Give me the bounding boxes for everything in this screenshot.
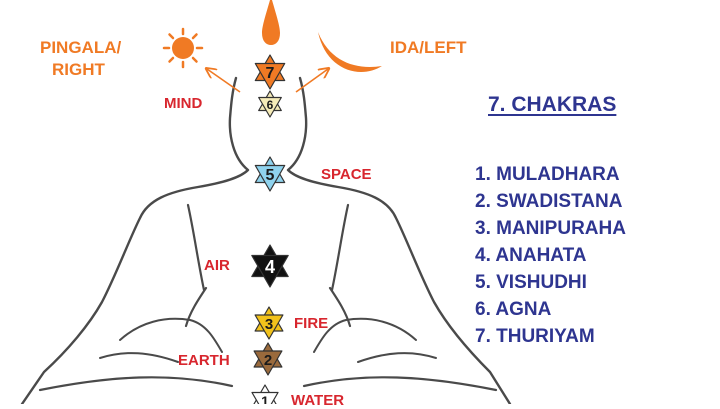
- pingala-label-line1: PINGALA/: [40, 38, 122, 57]
- chakra-3-number: 3: [265, 316, 273, 333]
- list-item: 7. THURIYAM: [475, 326, 595, 347]
- earth-label: EARTH: [178, 352, 230, 369]
- list-item: 3. MANIPURAHA: [475, 218, 626, 239]
- fire-label: FIRE: [294, 315, 329, 332]
- chakra-4-star: 4: [251, 244, 289, 288]
- chakra-5-star: 5: [254, 156, 286, 192]
- star-triangle: [258, 96, 282, 118]
- chakra-list: 1. MULADHARA 2. SWADISTANA 3. MANIPURAHA…: [475, 161, 626, 350]
- moon-icon: [318, 32, 382, 73]
- sun-icon: [162, 27, 204, 69]
- body-outline: [20, 76, 512, 404]
- chakra-4-number: 4: [265, 257, 275, 277]
- hand-lines: [99, 317, 437, 363]
- list-item: 4. ANAHATA: [475, 245, 587, 266]
- air-label: AIR: [204, 257, 230, 274]
- star-triangle: [253, 350, 283, 376]
- list-item: 5. VISHUDHI: [475, 272, 587, 293]
- water-label: WATER: [291, 392, 345, 409]
- chakra-2-star: 2: [253, 342, 283, 376]
- list-item: 6. AGNA: [475, 299, 552, 320]
- chakra-5-number: 5: [266, 167, 275, 184]
- pingala-label-line2: RIGHT: [52, 60, 105, 79]
- space-label: SPACE: [321, 166, 372, 183]
- arrow-to-moon: [295, 69, 328, 93]
- flame-icon: [262, 0, 280, 45]
- chakras-title: 7. CHAKRAS: [488, 93, 617, 116]
- chakra-1-number: 1: [261, 393, 269, 404]
- list-item: 2. SWADISTANA: [475, 191, 623, 212]
- list-item: 1. MULADHARA: [475, 164, 620, 185]
- star-triangle: [254, 62, 286, 90]
- chakra-3-star: 3: [254, 306, 284, 340]
- star-triangle: [251, 254, 289, 288]
- arm-lines: [184, 203, 352, 328]
- chakra-6-number: 6: [267, 98, 274, 112]
- mind-label: MIND: [164, 95, 203, 112]
- chakra-6-star: 6: [258, 90, 282, 118]
- chakra-7-number: 7: [266, 65, 275, 82]
- star-triangle: [254, 314, 284, 340]
- chakra-7-star: 7: [254, 54, 286, 90]
- arrow-to-sun: [207, 69, 241, 93]
- star-triangle: [254, 164, 286, 192]
- ida-label: IDA/LEFT: [390, 38, 467, 57]
- chakra-1-star: 1: [251, 384, 279, 404]
- leg-lines: [38, 376, 498, 392]
- chakra-2-number: 2: [264, 352, 272, 369]
